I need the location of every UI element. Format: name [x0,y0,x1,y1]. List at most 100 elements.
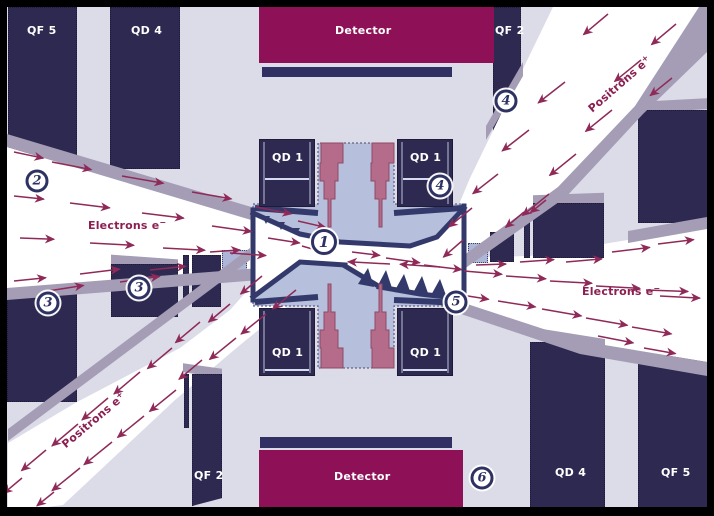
electrons_out-arrow [645,286,690,296]
electrons_in-arrow [79,265,121,275]
electrons_in-arrow [13,151,45,161]
positrons_in-arrow [447,207,473,228]
label-electrons-in: Electrons e− [88,218,167,232]
electrons_out-arrow [497,300,537,310]
magnet-qd1-top-right [397,139,453,207]
label-qd1-bottom-left: QD 1 [272,346,304,359]
positrons_out-arrow [113,371,141,395]
magnet-qf2-bottom [192,374,222,506]
electrons_in-arrow [229,250,268,260]
positrons_out-arrow [51,467,81,492]
electrons_out-arrow [597,335,635,346]
label-qd4-bottom-right: QD 4 [555,466,587,479]
electrons_out-arrow [541,308,583,319]
positrons_out-arrow [148,389,177,413]
beam-positrons-out [8,282,300,508]
magnet-qd4-bottom-right [530,342,605,509]
positrons_in-arrow [613,59,642,83]
electrons_out-arrow [643,347,677,357]
label-detector-bottom: Detector [334,470,391,483]
electrons_out-arrow [595,283,642,293]
marker-3: 3 [127,276,151,300]
electrons_in-arrow [121,175,165,187]
detector-top-bar [262,67,452,77]
electrons_out-arrow [657,236,695,246]
electrons_out-arrow [519,255,556,265]
positrons_out-arrow [207,303,231,323]
detector-top [259,7,494,63]
positrons_out-arrow [271,289,297,310]
electrons_in-arrow [69,202,111,212]
marker-1: 1 [311,229,337,255]
magnet-qd4-top-left [110,7,180,169]
electrons_in-arrow [209,246,242,256]
electrons_in-arrow [297,220,327,230]
electrons_out-arrow [565,255,604,265]
positrons_out-arrow [240,313,267,335]
marker-4: 4 [494,89,518,113]
detector-bottom-bar [260,437,452,448]
label-qf5-bottom-right: QF 5 [661,466,691,479]
positrons_out-arrow [239,275,263,295]
electrons_in-arrow [89,240,136,250]
mask-comb-bottom-left [319,283,344,369]
electrons_out-arrow [505,273,548,283]
electrons_out-arrow [659,293,702,303]
electrons_in-arrow [13,193,45,203]
marker-2: 2 [25,169,49,193]
magnet-qd1-bottom-left [259,308,315,376]
electrons_in-arrow [255,206,293,217]
magnet-qf5-top-left [8,7,77,157]
positrons_out-arrow [174,321,201,344]
electrons_out-arrow [631,326,673,337]
electrons_out-arrow [585,317,629,329]
electrons_in-arrow [211,225,253,235]
positrons_out-arrow [36,491,55,507]
electrons_in-arrow [149,262,187,272]
marker-4: 4 [428,174,452,198]
detector-bottom [259,450,463,509]
positrons_in-arrow [504,211,525,229]
label-qd1-top-right: QD 1 [410,151,442,164]
mask-comb-top-right [370,142,395,228]
electrons_in-arrow [47,282,85,292]
electrons_in-arrow [19,234,56,244]
beam-positrons-in [437,7,707,272]
positrons_in-arrow [442,239,464,258]
positrons_in-arrow [529,199,547,214]
positrons_out-arrow [116,415,145,439]
positrons_in-arrow [501,129,530,152]
shield-block-right-mid [533,203,604,258]
label-qd1-bottom-right: QD 1 [410,346,442,359]
marker-3: 3 [36,291,60,315]
positrons_out-arrow [208,337,237,361]
positrons_out-arrow [178,359,203,381]
positrons_in-arrow [649,77,673,97]
electrons_in-arrow [267,237,301,247]
positrons_in-arrow [582,13,609,36]
electrons_out-arrow [611,244,651,253]
pipe-wall-lower-left [249,259,348,301]
electrons_out-arrow [351,249,381,259]
electrons_in-arrow [51,161,93,173]
label-electrons-out: Electrons e− [582,284,661,298]
positrons_out-arrow [51,423,79,447]
marker-6: 6 [470,466,494,490]
electrons_out-arrow [549,278,594,288]
pipe-wall-upper [249,204,468,249]
positrons_in-arrow [584,109,613,133]
positrons_out-arrow [20,449,47,472]
positrons_out-arrow [2,477,23,495]
magnet-qd1-top-left [259,139,315,207]
positrons_out-arrow [83,441,113,466]
electrons_out-arrow [463,269,504,279]
mask-comb-top-left [319,142,344,228]
beam-pipe-channel [253,210,464,298]
electrons_in-arrow [162,245,207,255]
positrons_in-arrow [521,193,550,217]
electrons_in-arrow [13,274,47,284]
positrons_out-arrow [81,397,109,421]
collision_point-arrow [398,260,441,270]
